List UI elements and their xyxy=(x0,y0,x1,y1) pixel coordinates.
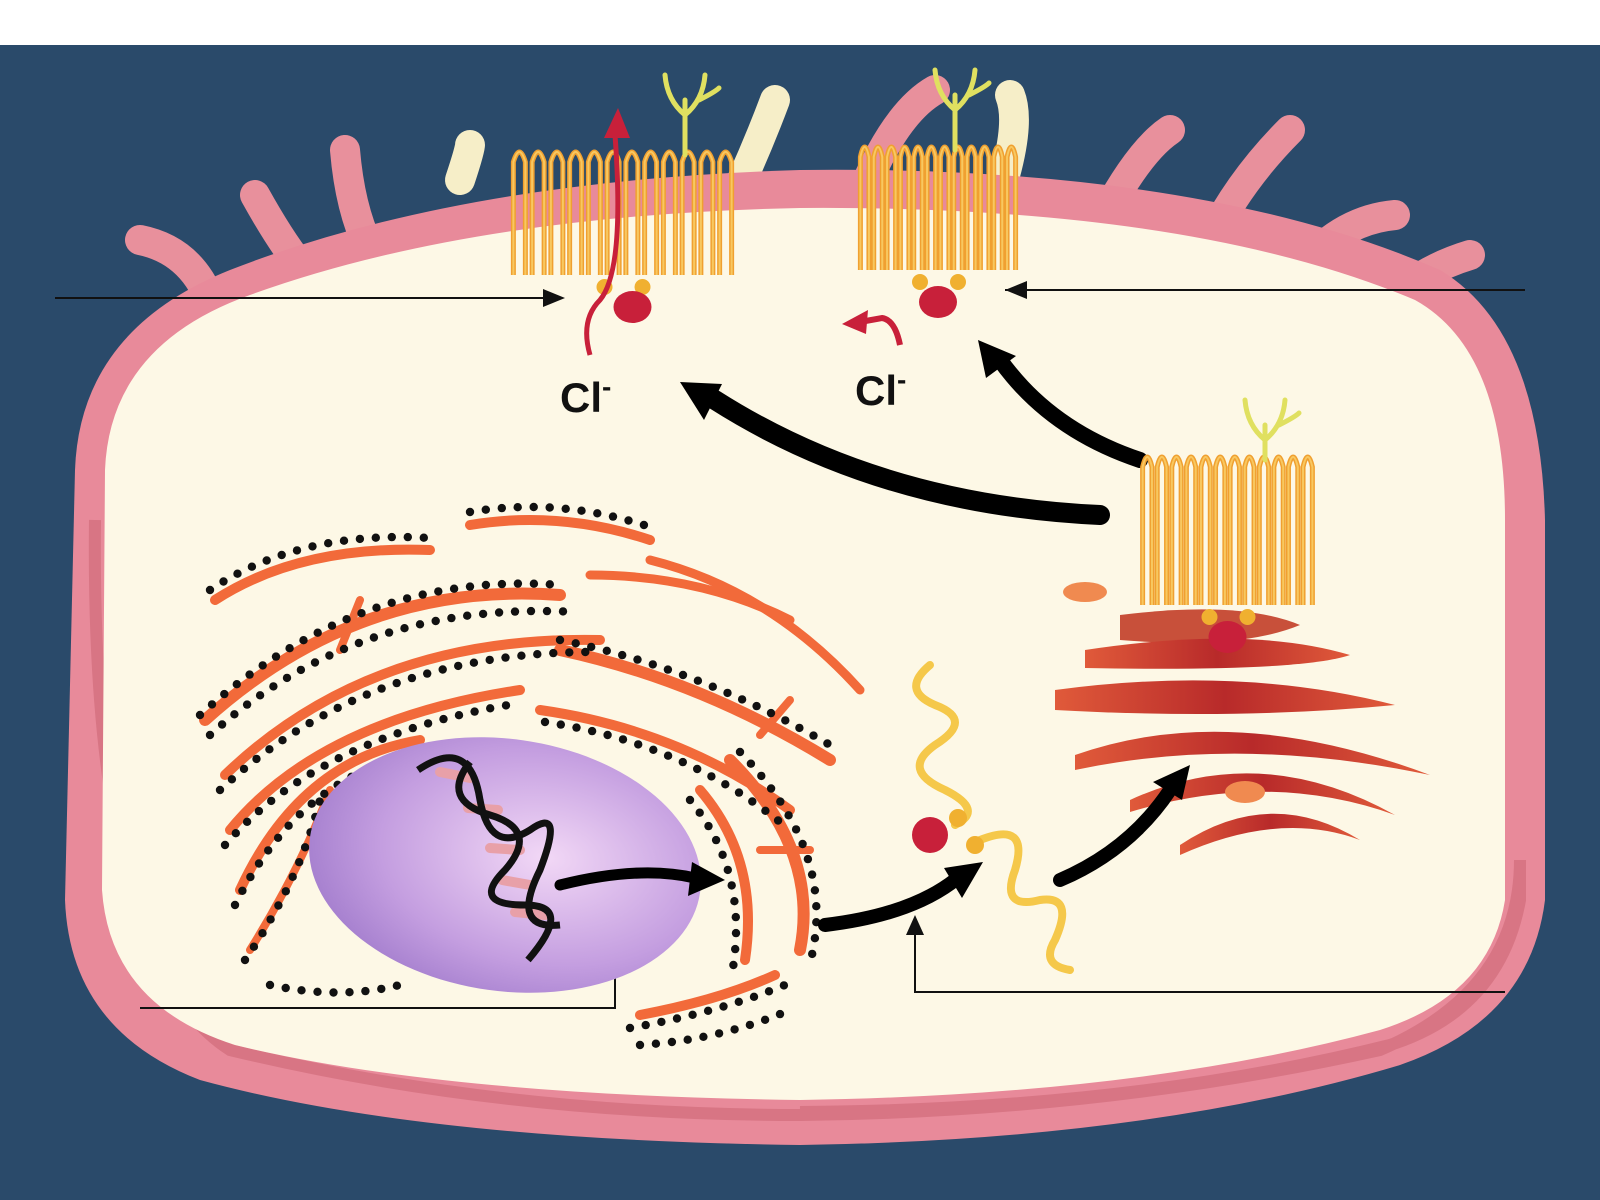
cftr-channel-icon xyxy=(510,72,735,323)
protein-chain-icon xyxy=(912,661,1074,974)
golgi-icon xyxy=(1055,582,1430,855)
pathway-arrowheads xyxy=(680,340,1190,898)
rough-er-icon xyxy=(199,515,865,1020)
chloride-label-right: Cl- xyxy=(855,364,906,414)
cftr-channel-icon xyxy=(1140,397,1315,653)
pathway-arrows xyxy=(554,352,1177,932)
chloride-flow-arrow xyxy=(584,108,630,356)
chloride-label-left: Cl- xyxy=(560,371,611,421)
ribosome-dots xyxy=(195,502,832,1050)
leader-line-bottom-right xyxy=(914,930,1505,993)
chloride-blocked-arrow xyxy=(842,310,903,346)
leader-lines xyxy=(55,289,1525,1009)
dna-helix-icon xyxy=(416,754,561,963)
cftr-channel-icon xyxy=(857,67,1019,318)
